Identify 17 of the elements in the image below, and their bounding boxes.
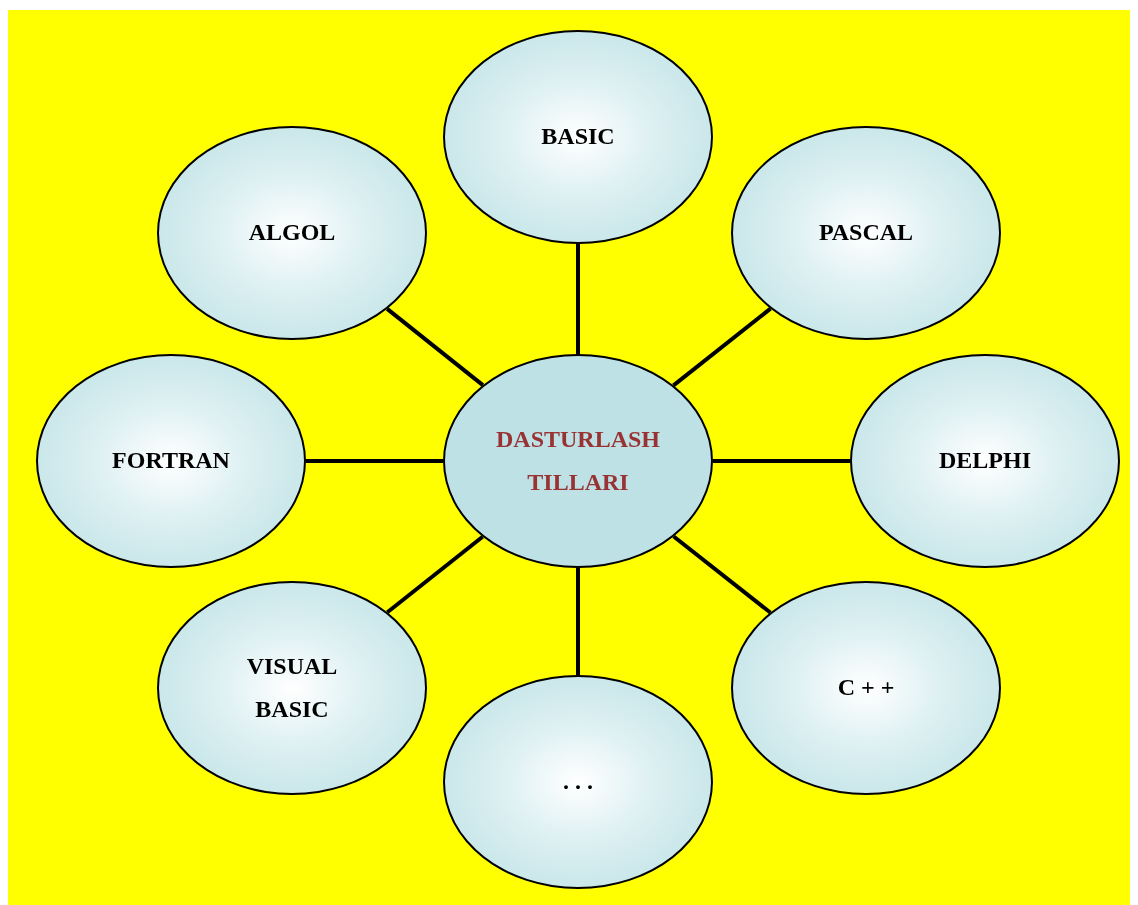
connector-line: [713, 459, 850, 463]
node-label: . . .: [563, 767, 593, 797]
connector-line: [672, 307, 772, 387]
connector-line: [385, 307, 485, 387]
connector-line: [576, 568, 580, 675]
connector-line: [386, 535, 484, 614]
node-label: ALGOL: [248, 218, 336, 248]
node-label: PASCAL: [818, 218, 914, 248]
connector-line: [306, 459, 443, 463]
connector-line: [576, 244, 580, 354]
node-label: BASIC: [541, 122, 615, 152]
node-label: VISUAL BASIC: [245, 651, 339, 724]
connector-line: [672, 534, 772, 615]
node-label: DASTURLASH TILLARI: [494, 424, 661, 497]
node-label: FORTRAN: [112, 446, 230, 476]
node-label: DELPHI: [939, 446, 1031, 476]
node-label: C + +: [837, 673, 895, 703]
